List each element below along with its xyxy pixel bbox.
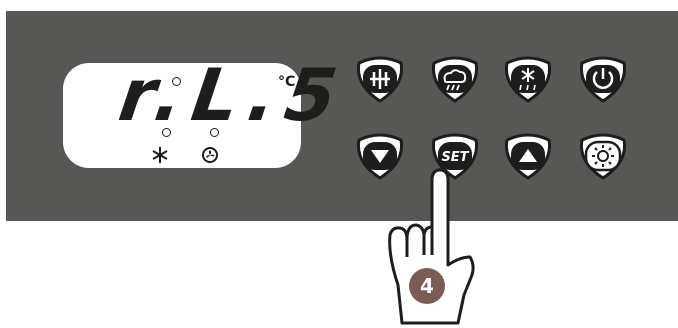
humidity-button[interactable] bbox=[430, 55, 480, 105]
indicator-dot bbox=[210, 128, 219, 137]
frost-icon bbox=[503, 55, 553, 105]
up-arrow-icon bbox=[503, 132, 553, 182]
lcd-readout: r.L.5 bbox=[114, 55, 351, 135]
unit-label: °C bbox=[278, 74, 295, 90]
light-button[interactable] bbox=[578, 132, 628, 182]
fan-icon bbox=[200, 145, 220, 165]
humidity-icon bbox=[430, 55, 480, 105]
up-button[interactable] bbox=[503, 132, 553, 182]
indicator-dot bbox=[172, 77, 181, 86]
snowflake-icon bbox=[150, 145, 170, 165]
light-icon bbox=[578, 132, 628, 182]
power-icon bbox=[578, 55, 628, 105]
step-badge: 4 bbox=[409, 268, 445, 304]
defrost-icon bbox=[355, 55, 405, 105]
indicator-dot bbox=[162, 128, 171, 137]
set-label: SET bbox=[441, 150, 469, 165]
power-button[interactable] bbox=[578, 55, 628, 105]
frost-button[interactable] bbox=[503, 55, 553, 105]
defrost-button[interactable] bbox=[355, 55, 405, 105]
